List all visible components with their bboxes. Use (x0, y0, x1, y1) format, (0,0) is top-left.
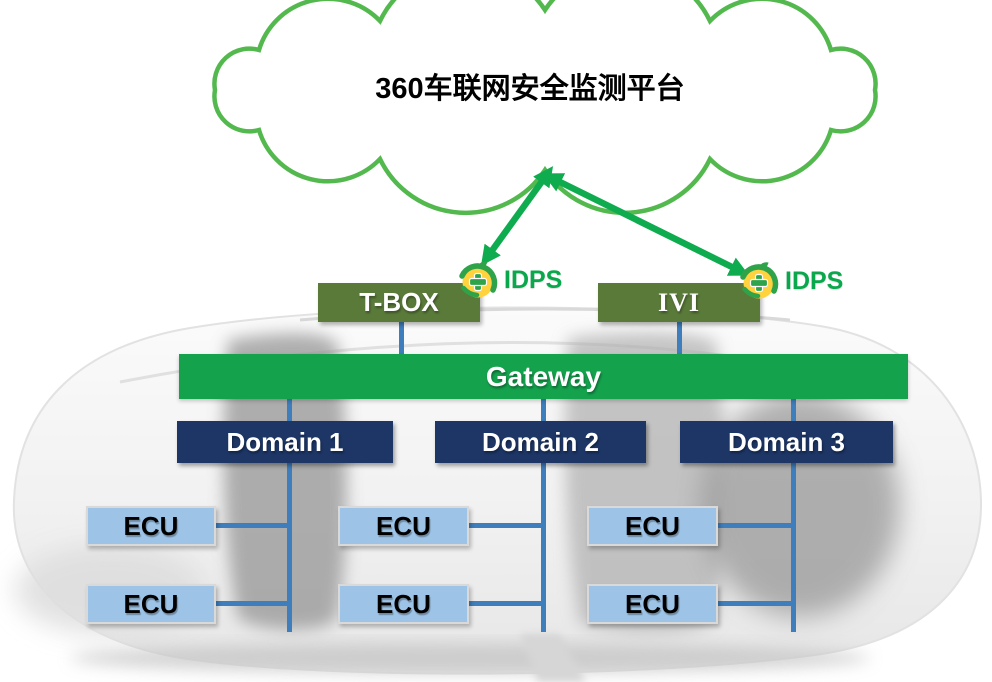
idps-shield-ball (740, 262, 779, 299)
node-ecu: ECU (338, 506, 469, 546)
cloud-tbox-arrow (480, 166, 554, 266)
node-ecu: ECU (587, 506, 718, 546)
underbody-shadow (70, 643, 870, 673)
ecu-connector (716, 601, 793, 606)
node-ivi: IVI (598, 283, 760, 322)
domain3-bus-line (791, 398, 796, 632)
node-domain-3: Domain 3 (680, 421, 893, 463)
node-ecu: ECU (86, 506, 216, 546)
windshield-glass (223, 333, 347, 630)
node-domain-1: Domain 1 (177, 421, 393, 463)
ecu-connector (467, 601, 543, 606)
side-mirror (520, 634, 586, 682)
tbox-gateway-link (399, 320, 404, 356)
cloud-title: 360车联网安全监测平台 (375, 73, 685, 105)
ecu-connector (214, 601, 289, 606)
node-domain-2: Domain 2 (435, 421, 646, 463)
idps-shield-ball (459, 261, 498, 298)
ivi-gateway-link (677, 320, 682, 356)
idps-icon (459, 261, 498, 298)
idps-label: IDPS (785, 267, 844, 295)
node-ecu: ECU (338, 584, 469, 624)
idps-label: IDPS (504, 266, 563, 294)
node-tbox: T-BOX (318, 283, 480, 322)
ecu-connector (214, 523, 289, 528)
cloud-shape (212, 0, 878, 216)
ecu-connector (716, 523, 793, 528)
node-gateway: Gateway (179, 354, 908, 399)
idps-icon (740, 262, 779, 299)
cloud-ivi-arrow (542, 173, 750, 276)
domain1-bus-line (287, 398, 292, 632)
node-ecu: ECU (587, 584, 718, 624)
ecu-connector (467, 523, 543, 528)
node-ecu: ECU (86, 584, 216, 624)
domain2-bus-line (541, 398, 546, 632)
rear-glass (564, 332, 725, 633)
